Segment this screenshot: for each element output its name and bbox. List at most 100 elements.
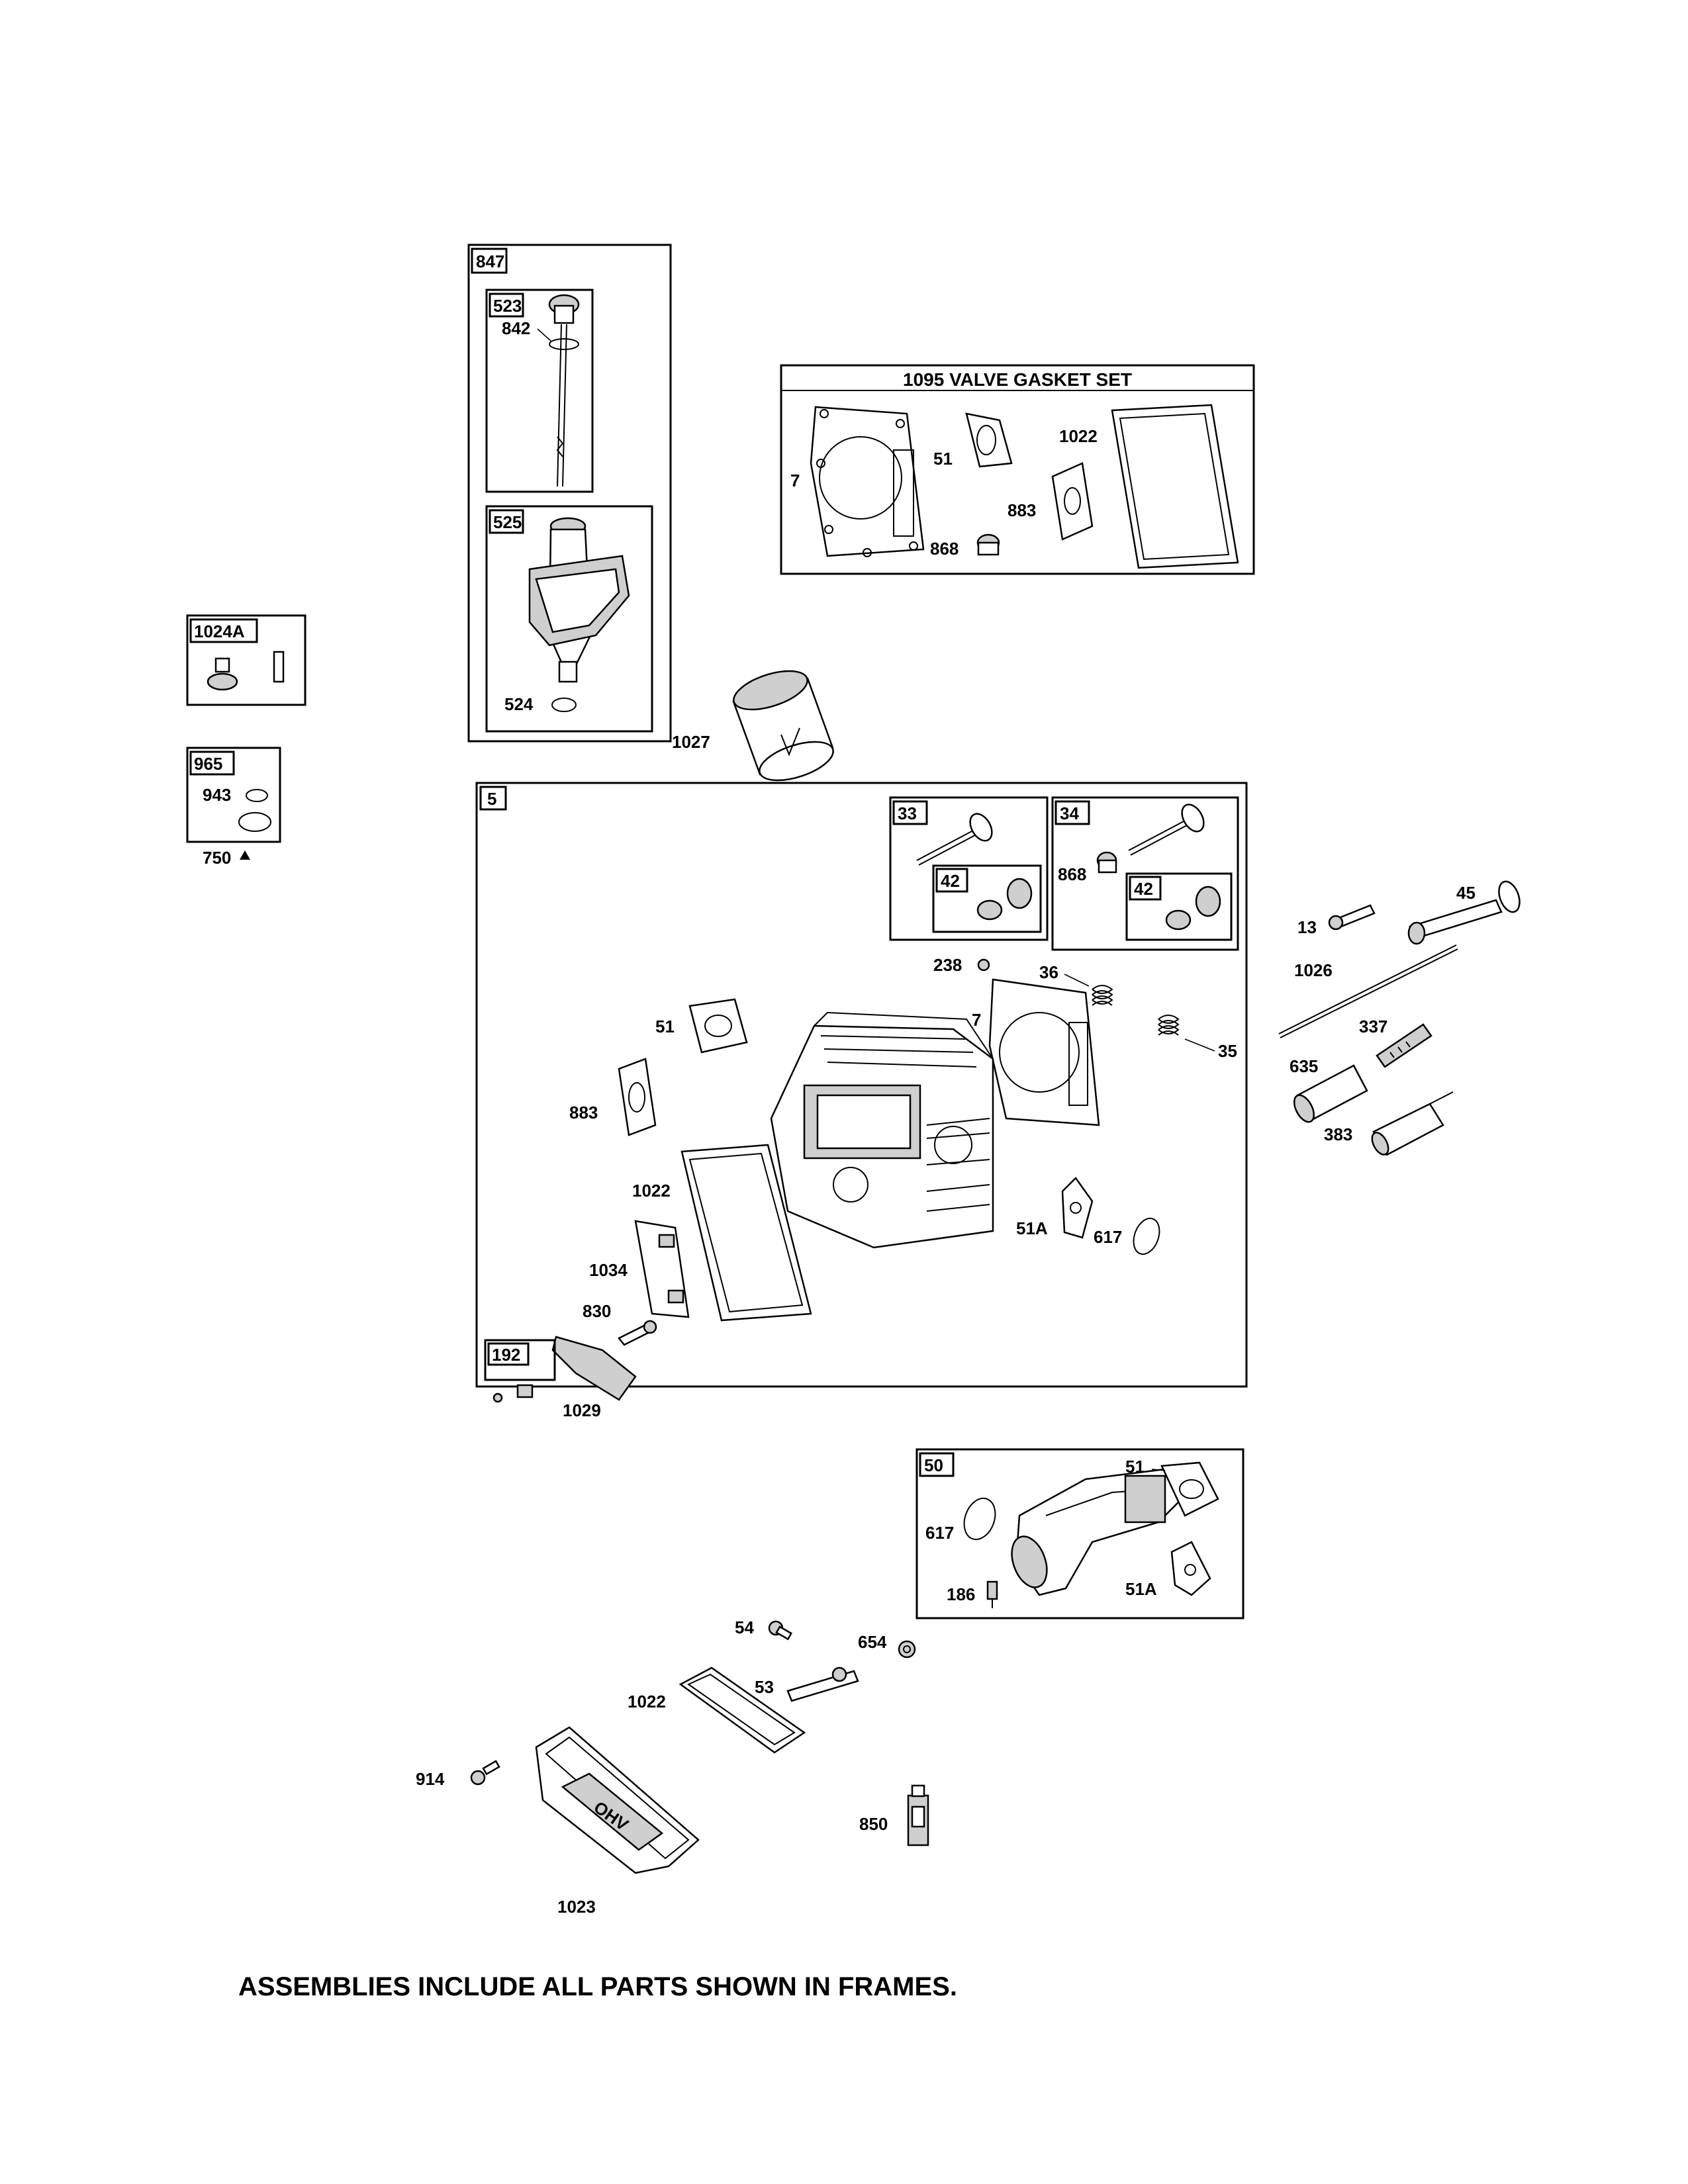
label-750: 750 (203, 848, 231, 868)
frame-1024A-label: 1024A (194, 621, 245, 641)
frame-525-label: 525 (493, 512, 522, 532)
breather-1029-part (551, 1336, 637, 1401)
label-617: 617 (1094, 1227, 1122, 1247)
gasket-883-part (618, 1058, 657, 1136)
label-vg-7: 7 (790, 471, 800, 490)
frame-34-label: 34 (1060, 803, 1079, 823)
rocker-cover-1023-part: OHV (535, 1726, 700, 1874)
frame-192-border (484, 1339, 556, 1381)
frame-192-tag (487, 1342, 530, 1366)
label-vg-1022: 1022 (1059, 426, 1098, 446)
head-gasket-part (810, 406, 925, 557)
oring-617-manifold (963, 1498, 996, 1540)
dipstick-part (548, 294, 580, 487)
tappet-635-part (1293, 1064, 1368, 1123)
label-m51A: 51A (1125, 1579, 1157, 1599)
gasket-51-part (688, 998, 748, 1054)
part-1024A-pin (273, 651, 285, 683)
gasket-1022-cover-part (679, 1666, 806, 1754)
gasket-1022-part (680, 1144, 812, 1322)
frame-34-border (1051, 796, 1239, 951)
frame-523-label: 523 (493, 296, 522, 316)
rocker-45-part (1407, 880, 1521, 945)
frame-847-border (467, 244, 672, 743)
seal-868-part (1096, 851, 1117, 874)
spring-35-part (1158, 1015, 1180, 1036)
valve-33-part (916, 813, 993, 866)
frame-42b-tag (1129, 876, 1162, 901)
frame-525-border (485, 505, 653, 733)
gasket-51A-manifold-part (1170, 1541, 1211, 1596)
oring-617 (1133, 1217, 1160, 1255)
frame-42b-label: 42 (1134, 879, 1153, 899)
frame-847-tag (471, 248, 508, 274)
label-vg-883: 883 (1008, 500, 1036, 520)
frame-965: 965 943 (186, 747, 281, 843)
label-1022b: 1022 (628, 1692, 666, 1711)
pushrod-1026 (1278, 944, 1457, 1034)
frame-5-border (475, 782, 1248, 1388)
stud-53-part (786, 1666, 859, 1702)
label-830: 830 (583, 1301, 611, 1321)
frame-523-tag (489, 293, 524, 318)
oring-943 (246, 789, 268, 802)
gasket-51-set-part (965, 412, 1013, 468)
spring-36-part (1092, 985, 1113, 1006)
label-51A: 51A (1016, 1218, 1048, 1238)
part-192-valve (516, 1384, 534, 1398)
frame-33-tag (892, 800, 928, 825)
assembly-footnote: ASSEMBLIES INCLUDE ALL PARTS SHOWN IN FR… (238, 1972, 957, 2001)
stud-830-part (618, 1320, 657, 1346)
part-1024A-nut (207, 672, 238, 691)
breather-plate-1034-part (634, 1220, 690, 1318)
label-1029: 1029 (563, 1400, 601, 1420)
fitting-186-part (986, 1580, 998, 1608)
label-1023: 1023 (557, 1897, 596, 1917)
frame-50-tag (919, 1452, 955, 1477)
frame-50-border (915, 1448, 1244, 1619)
frame-42a-tag (935, 868, 968, 893)
label-868: 868 (1058, 864, 1086, 884)
retainer-42b (1195, 886, 1221, 917)
label-51: 51 (655, 1017, 675, 1036)
frame-33-border (889, 796, 1049, 941)
label-36: 36 (1039, 962, 1058, 982)
label-vg-868: 868 (930, 539, 959, 559)
label-654: 654 (858, 1632, 887, 1652)
frame-42b-border (1125, 872, 1233, 941)
cylinder-head-part (770, 1011, 994, 1249)
label-m51: 51 (1125, 1457, 1145, 1477)
frame-847-label: 847 (476, 251, 504, 271)
gasket-883-set-part (1051, 462, 1094, 541)
valve-gasket-set-border (780, 364, 1255, 575)
pushrod-and-tappet-group: 13 45 1026 337 635 383 (1278, 880, 1521, 1156)
oil-fill-tube-part (528, 517, 630, 683)
label-m186: 186 (947, 1584, 975, 1604)
label-54: 54 (735, 1617, 754, 1637)
label-vg-51: 51 (933, 449, 953, 469)
nut-654-part (898, 1640, 916, 1659)
frame-847: 847 523 842 525 524 (467, 244, 672, 743)
frame-192-label: 192 (492, 1345, 520, 1365)
label-1022: 1022 (632, 1181, 671, 1201)
screw-54-part (768, 1620, 793, 1641)
label-53: 53 (755, 1677, 774, 1697)
frame-42a-border (932, 864, 1042, 933)
frame-50-label: 50 (924, 1455, 943, 1475)
screw-13-part (1328, 904, 1376, 931)
screw-914-part (470, 1760, 500, 1786)
label-1034: 1034 (589, 1260, 628, 1280)
valve-34-part (1128, 803, 1205, 856)
frame-965-tag (189, 751, 235, 776)
label-524: 524 (504, 694, 534, 714)
drop-icon (240, 850, 250, 860)
label-1027: 1027 (672, 732, 710, 752)
nut-238 (977, 958, 990, 972)
keeper-42a (976, 899, 1003, 921)
intake-manifold-part (1011, 1468, 1186, 1596)
frame-965-label: 965 (194, 754, 222, 774)
label-383: 383 (1324, 1124, 1352, 1144)
retainer-42a (1006, 878, 1033, 909)
frame-5: 5 33 42 34 868 42 (475, 782, 1248, 1420)
frame-1024A: 1024A (186, 614, 306, 706)
